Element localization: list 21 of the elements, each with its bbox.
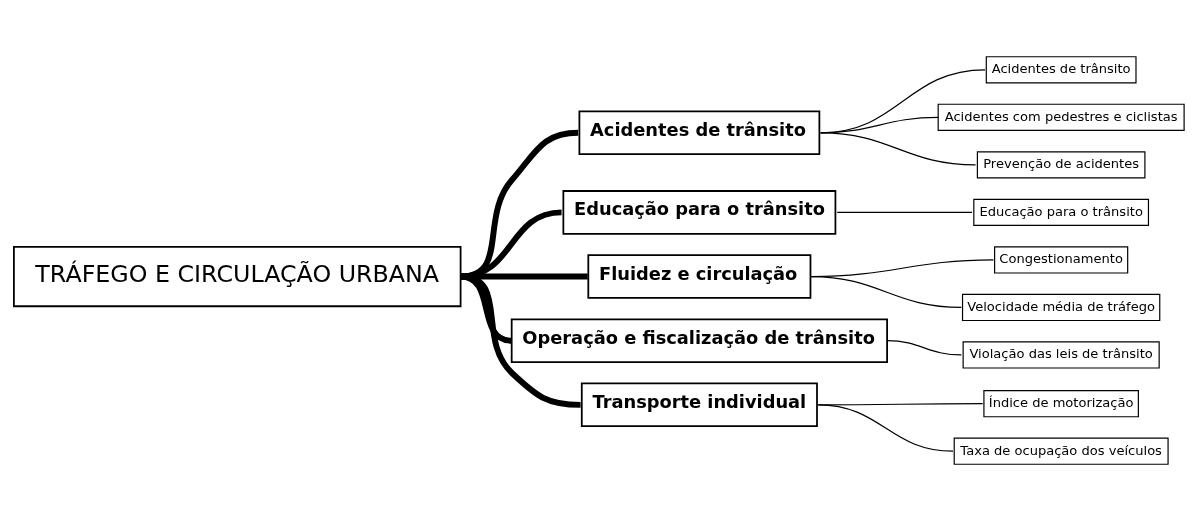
node-box: Operação e fiscalização de trânsito — [510, 317, 888, 363]
node-box: Taxa de ocupação dos veículos — [953, 437, 1169, 465]
node-box: Transporte individual — [580, 382, 818, 427]
node-box: TRÁFEGO E CIRCULAÇÃO URBANA — [13, 245, 462, 307]
connector — [819, 131, 977, 165]
connector — [886, 339, 962, 356]
node-box: Acidentes de trânsito — [985, 55, 1137, 83]
connector — [817, 403, 954, 452]
node-box: Acidentes de trânsito — [578, 110, 821, 155]
node-box: Índice de motorização — [983, 389, 1139, 417]
connector — [836, 211, 973, 213]
node-box: Prevenção de acidentes — [976, 150, 1146, 179]
node-box: Fluidez e circulação — [587, 253, 812, 299]
node-box: Congestionamento — [994, 245, 1129, 274]
connector — [810, 275, 962, 308]
node-box: Educação para o trânsito — [562, 189, 837, 235]
node-box: Velocidade média de tráfego — [961, 293, 1161, 321]
node-box: Acidentes com pedestres e ciclistas — [937, 103, 1185, 131]
connector — [460, 273, 581, 408]
node-box: Educação para o trânsito — [973, 198, 1150, 226]
node-box: Violação das leis de trânsito — [962, 340, 1160, 369]
